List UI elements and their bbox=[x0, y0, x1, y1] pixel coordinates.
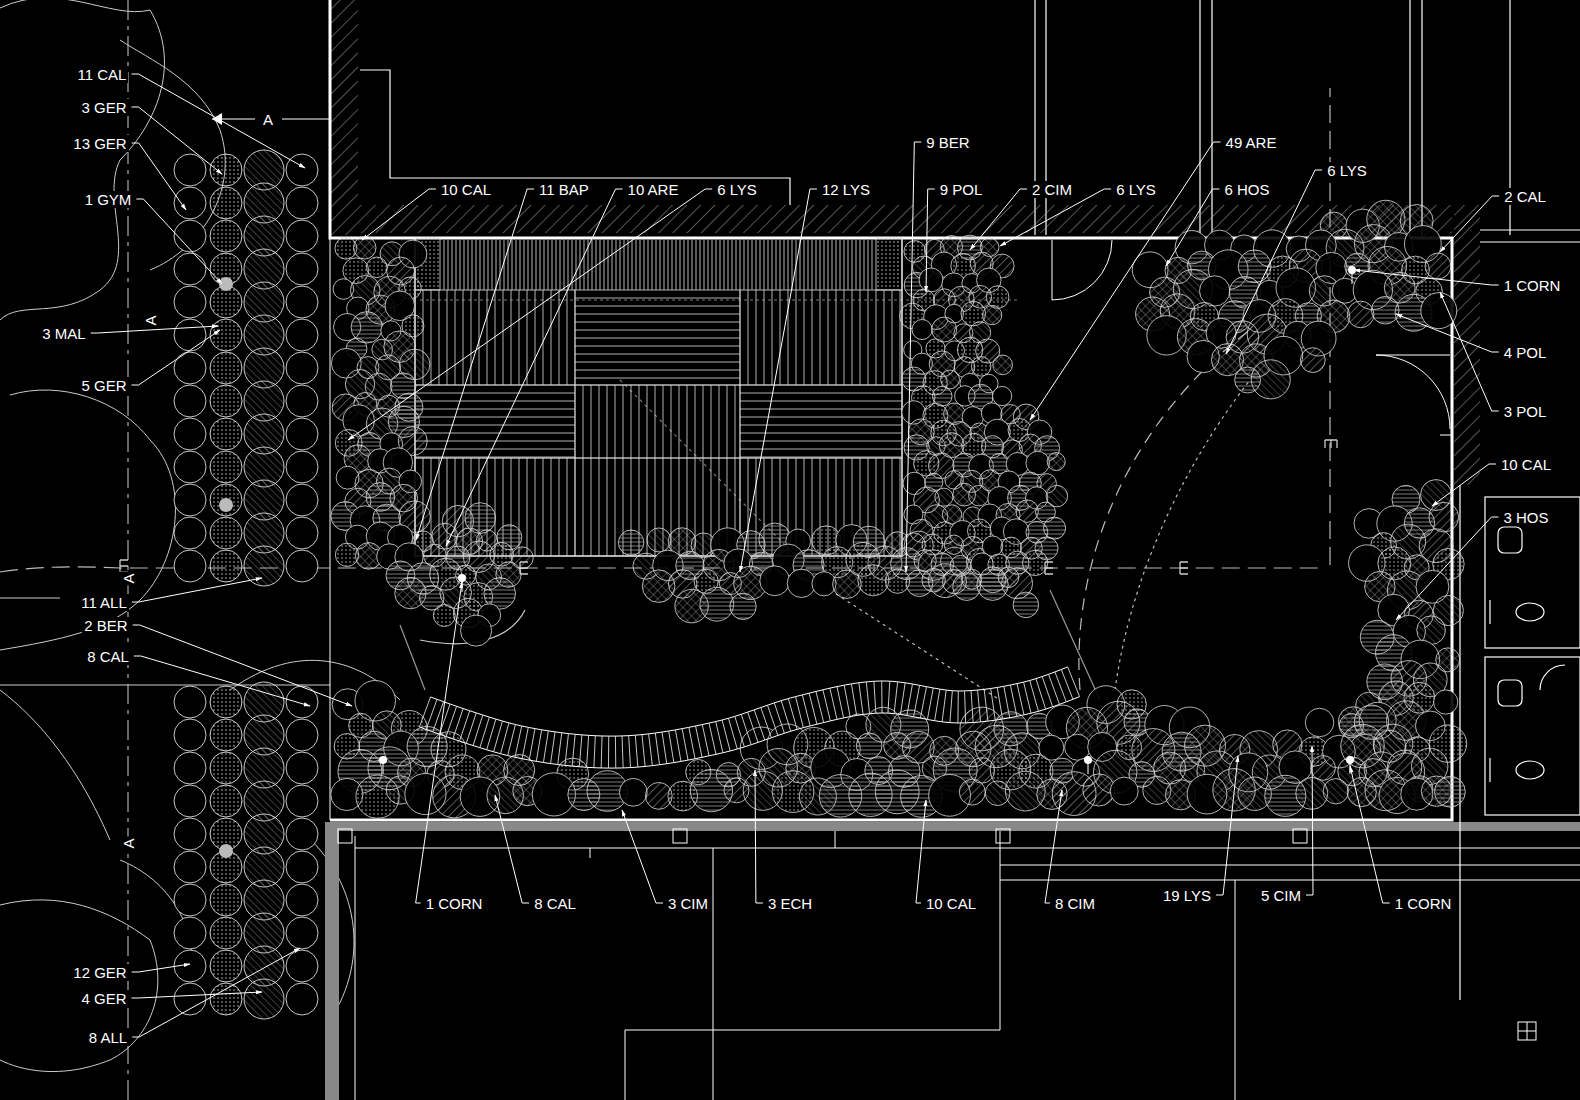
plant-callout: 2 CIM bbox=[1030, 181, 1074, 198]
leader-line bbox=[132, 964, 190, 972]
plant-callout: 3 GER bbox=[79, 99, 128, 116]
plant-callout: 10 CAL bbox=[439, 181, 493, 198]
leader-line bbox=[133, 625, 352, 706]
plant-callout: A bbox=[261, 111, 275, 128]
plant-callout: 3 HOS bbox=[1501, 509, 1550, 526]
leader-line bbox=[1432, 464, 1496, 506]
section-mark: A bbox=[141, 313, 158, 327]
plant-callout: 6 LYS bbox=[715, 181, 759, 198]
leader-line bbox=[1440, 292, 1499, 411]
plant-callout: 8 CIM bbox=[1053, 895, 1097, 912]
leader-line bbox=[132, 992, 263, 998]
plant-callout: 12 LYS bbox=[820, 181, 872, 198]
leader-line bbox=[970, 189, 1027, 250]
plant-callout: 13 GER bbox=[71, 135, 128, 152]
plant-callout: 5 CIM bbox=[1259, 887, 1303, 904]
leader-line bbox=[134, 656, 310, 706]
leader-line bbox=[916, 800, 926, 903]
leader-line bbox=[131, 74, 305, 168]
leader-line bbox=[740, 189, 817, 572]
plant-callout: 11 BAP bbox=[537, 181, 591, 198]
leader-line bbox=[132, 948, 300, 1037]
plant-callout: 3 MAL bbox=[40, 325, 87, 342]
plant-callout: 2 BER bbox=[82, 617, 129, 634]
plant-callout: 8 ALL bbox=[87, 1029, 129, 1046]
plant-callout: 10 CAL bbox=[924, 895, 978, 912]
plant-callout: 10 ARE bbox=[626, 181, 681, 198]
leader-line bbox=[495, 795, 529, 903]
leader-line bbox=[348, 189, 712, 440]
plant-callout: 1 CORN bbox=[1502, 277, 1563, 294]
leader-line bbox=[755, 770, 763, 903]
plant-callout: 1 GYM bbox=[83, 191, 134, 208]
leader-line bbox=[1030, 142, 1221, 420]
plant-callout: 2 CAL bbox=[1502, 188, 1548, 205]
leader-line bbox=[132, 330, 221, 385]
leader-line bbox=[416, 582, 462, 903]
leader-line bbox=[136, 199, 222, 284]
leader-line bbox=[1306, 746, 1313, 895]
leader-line bbox=[446, 189, 623, 546]
plant-callout: 6 LYS bbox=[1114, 181, 1158, 198]
leader-line bbox=[132, 107, 223, 174]
plant-callout: 4 POL bbox=[1502, 344, 1549, 361]
leader-line bbox=[1396, 314, 1499, 352]
plant-callout: 1 CORN bbox=[424, 895, 485, 912]
leader-line bbox=[1166, 189, 1219, 266]
leader-line bbox=[906, 142, 921, 572]
plant-callout: 8 CAL bbox=[85, 648, 131, 665]
section-mark: A bbox=[119, 571, 136, 585]
plant-callout: 12 GER bbox=[71, 964, 128, 981]
leader-line bbox=[1000, 189, 1111, 246]
leader-line bbox=[1440, 196, 1499, 252]
plant-callout: 11 ALL bbox=[79, 594, 129, 611]
plant-callout: 6 LYS bbox=[1325, 162, 1369, 179]
plant-callout: 10 CAL bbox=[1499, 456, 1553, 473]
leader-line bbox=[1354, 270, 1499, 285]
plant-callout: 3 POL bbox=[1502, 403, 1549, 420]
leader-line bbox=[362, 189, 436, 240]
leader-line bbox=[1216, 756, 1238, 895]
plant-callout: 3 CIM bbox=[666, 895, 710, 912]
leader-line bbox=[1350, 766, 1390, 903]
plant-callout: 19 LYS bbox=[1161, 887, 1213, 904]
plant-callout: 1 CORN bbox=[1393, 895, 1454, 912]
plant-callout: 8 CAL bbox=[532, 895, 578, 912]
leader-line bbox=[926, 189, 935, 292]
leader-line bbox=[1226, 170, 1322, 354]
leader-line bbox=[1396, 517, 1498, 620]
section-mark: A bbox=[119, 836, 136, 850]
plant-callout: 3 ECH bbox=[766, 895, 814, 912]
leader-line bbox=[1045, 790, 1062, 903]
plant-callout: 9 POL bbox=[938, 181, 985, 198]
plant-callout: 11 CAL bbox=[76, 66, 129, 83]
plant-callout: 4 GER bbox=[79, 990, 128, 1007]
plant-callout: 6 HOS bbox=[1222, 181, 1271, 198]
plant-callout: 49 ARE bbox=[1224, 134, 1279, 151]
leader-line bbox=[622, 810, 663, 903]
plant-callout: 9 BER bbox=[924, 134, 971, 151]
leader-line bbox=[132, 578, 262, 602]
leader-line bbox=[132, 143, 186, 210]
leader-line bbox=[416, 189, 534, 540]
plant-callout: 5 GER bbox=[79, 377, 128, 394]
